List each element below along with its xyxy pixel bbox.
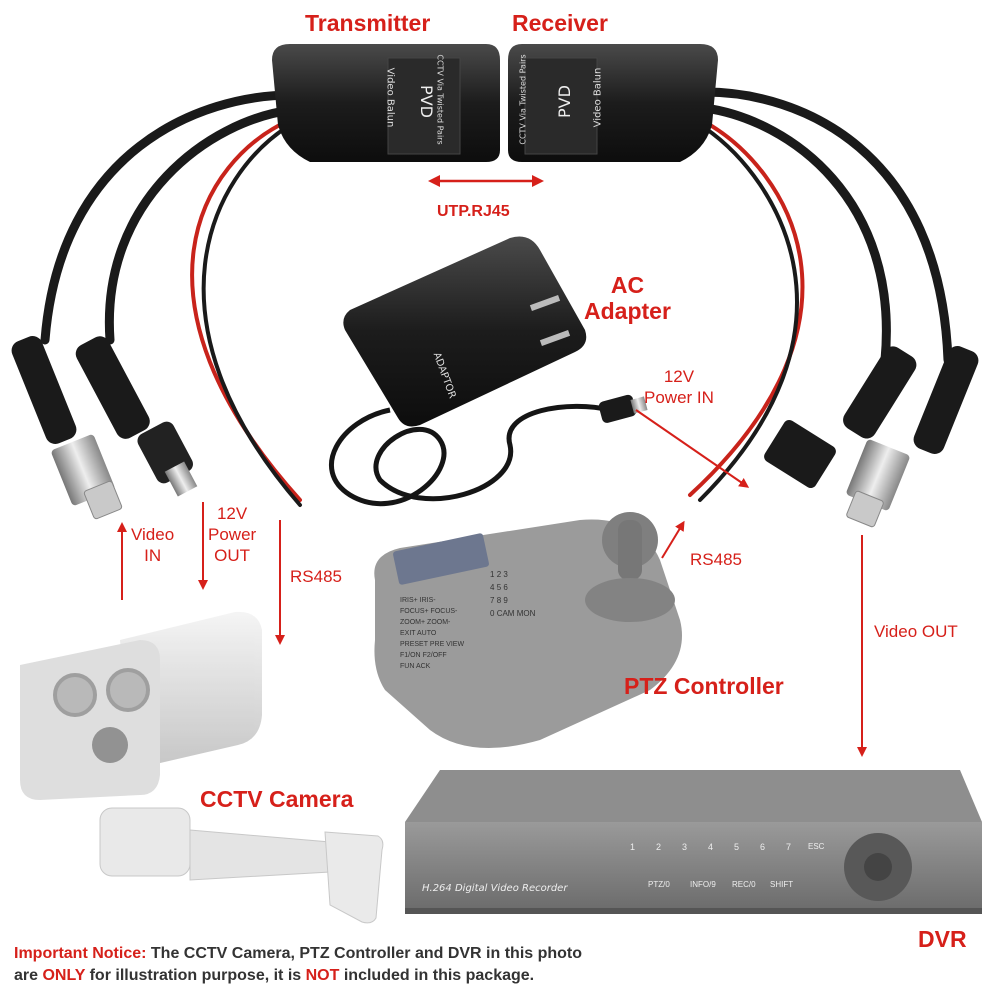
important-notice: Important Notice: The CCTV Camera, PTZ C… [14,943,582,987]
ptz-key: FOCUS- [430,608,458,615]
dvr-key: 1 [630,842,636,852]
video-in-label: Video IN [131,524,174,566]
ptz-key: PRESET [400,641,428,648]
power-out-line2: Power [208,525,257,544]
dvr-name: H.264 Digital Video Recorder [422,883,568,894]
ac-adapter-label: AC Adapter [584,272,671,324]
power-out-line3: OUT [214,546,251,565]
rs485-right-arrow [661,520,685,559]
ptz-controller [374,512,682,748]
transmitter-balun-sub: CCTV Via Twisted Pairs [435,54,445,145]
ptz-key: ACK [415,663,431,670]
notice-part2-mid: for illustration purpose, it is [85,967,306,984]
dvr-label: DVR [918,926,967,952]
ptz-key: 7 [490,596,495,605]
ptz-keypad-left: IRIS+ IRIS- FOCUS+ FOCUS- ZOOM+ ZOOM- EX… [400,595,480,672]
ptz-key: ZOOM+ [400,619,426,626]
notice-part1: The CCTV Camera, PTZ Controller and DVR … [146,945,583,962]
ptz-controller-label: PTZ Controller [624,673,784,699]
rs485-left-label: RS485 [290,567,342,586]
power-out-line1: 12V [216,504,248,523]
dvr-func-button: SHIFT [770,880,794,889]
utp-double-arrow [428,175,544,187]
ptz-key: 3 [503,570,508,579]
ptz-key: CAM [496,609,515,618]
receiver-balun-name: Video Balun [592,67,604,128]
ptz-key: 4 [490,583,495,592]
right-dc-jack [764,346,917,488]
notice-not: NOT [305,967,340,984]
receiver-balun [508,44,718,162]
rs485-right-label: RS485 [690,550,742,569]
ptz-key: FUN [400,663,415,670]
transmitter-balun-name: Video Balun [384,67,396,128]
power-in-arrow [635,409,750,488]
right-bnc-connector [846,346,979,528]
ptz-key: FOCUS+ [400,608,429,615]
dvr-key: 6 [760,842,766,852]
notice-part2-prefix: are [14,967,43,984]
notice-lead: Important Notice: [14,945,147,962]
transmitter-balun [272,44,500,162]
dvr-func-button: REC/0 [732,880,756,889]
dvr-key: ESC [808,842,825,851]
receiver-cables [688,87,953,502]
power-in-label: 12V Power IN [644,366,714,408]
ptz-key: 1 [490,570,495,579]
dvr-key: 7 [786,842,792,852]
dvr-key: 5 [734,842,740,852]
ptz-key: F1/ON [400,652,421,659]
power-out-label: 12V Power OUT [208,503,256,566]
ptz-key: ZOOM- [427,619,451,626]
video-in-line2: IN [144,546,162,565]
notice-only: ONLY [42,967,86,984]
dvr [405,770,982,914]
ac-adapter-line1: AC [610,272,645,298]
receiver-balun-sub: CCTV Via Twisted Pairs [518,54,528,145]
left-bnc-connector [11,336,123,520]
transmitter-cables [40,90,302,507]
ac-adapter-line2: Adapter [584,298,671,324]
ac-adapter [329,236,648,507]
transmitter-balun-brand: PVD [416,85,436,118]
dvr-func-button: PTZ/0 [648,880,670,889]
ptz-key: IRIS+ [400,597,418,604]
receiver-label: Receiver [512,10,608,36]
power-in-line2: Power IN [644,388,714,407]
dvr-key: 3 [682,842,688,852]
ptz-key: 9 [503,596,508,605]
dvr-func-buttons: PTZ/0 INFO/9 REC/0 SHIFT [648,880,808,894]
ptz-key: 2 [496,570,502,579]
video-out-label: Video OUT [874,622,958,641]
ptz-key: AUTO [417,630,437,637]
transmitter-label: Transmitter [305,10,431,36]
ptz-key: 8 [496,596,502,605]
ptz-key: 5 [496,583,502,592]
cctv-camera-label: CCTV Camera [200,786,354,812]
ptz-key: 0 [490,609,495,618]
notice-part2-suffix: included in this package. [339,967,535,984]
utp-label: UTP.RJ45 [437,203,510,220]
ptz-key: F2/OFF [422,652,447,659]
ptz-key: EXIT [400,630,416,637]
video-in-line1: Video [131,525,175,544]
dvr-key: 2 [656,842,662,852]
annotation-arrows [117,409,867,757]
left-dc-plug [75,336,198,497]
cctv-camera [20,611,384,924]
dvr-keys: 1 2 3 4 5 6 7 ESC [630,842,830,864]
power-in-line1: 12V [663,367,695,386]
ptz-key: PRE VIEW [429,641,465,648]
ptz-key: MON [516,609,536,618]
ptz-keypad-num: 1 2 3 4 5 6 7 8 9 0 CAM MON [490,568,560,620]
dvr-key: 4 [708,842,714,852]
receiver-balun-brand: PVD [554,85,574,118]
dvr-func-button: INFO/9 [690,880,716,889]
ptz-key: IRIS- [419,597,436,604]
ptz-key: 6 [503,583,508,592]
